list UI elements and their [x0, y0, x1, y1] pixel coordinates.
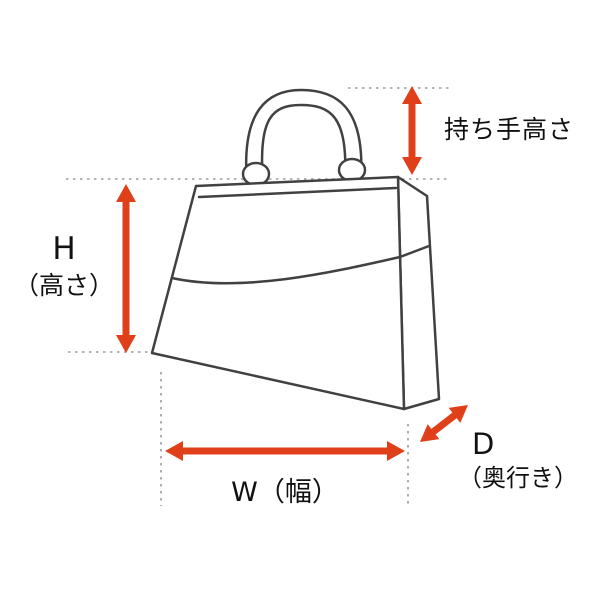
width-arrow — [165, 441, 405, 461]
bag-flap-side-edge — [398, 244, 431, 259]
handbag-illustration — [150, 88, 441, 411]
height-label: H （高さ） — [8, 231, 120, 300]
width-label: W（幅） — [231, 477, 339, 508]
depth-word: （奥行き） — [458, 464, 578, 493]
depth-label: D （奥行き） — [458, 427, 578, 493]
handle-height-arrow — [402, 86, 422, 175]
depth-arrow — [420, 405, 468, 442]
depth-letter: D — [472, 427, 495, 461]
dimension-arrows — [116, 86, 468, 461]
handle-height-label: 持ち手高さ — [444, 115, 575, 144]
height-letter: H — [52, 231, 76, 267]
height-arrow — [116, 184, 136, 353]
height-word: （高さ） — [13, 270, 114, 300]
bag-top-seam — [197, 186, 398, 199]
bag-front-panel — [150, 175, 406, 411]
bag-flap-edge — [170, 255, 402, 285]
